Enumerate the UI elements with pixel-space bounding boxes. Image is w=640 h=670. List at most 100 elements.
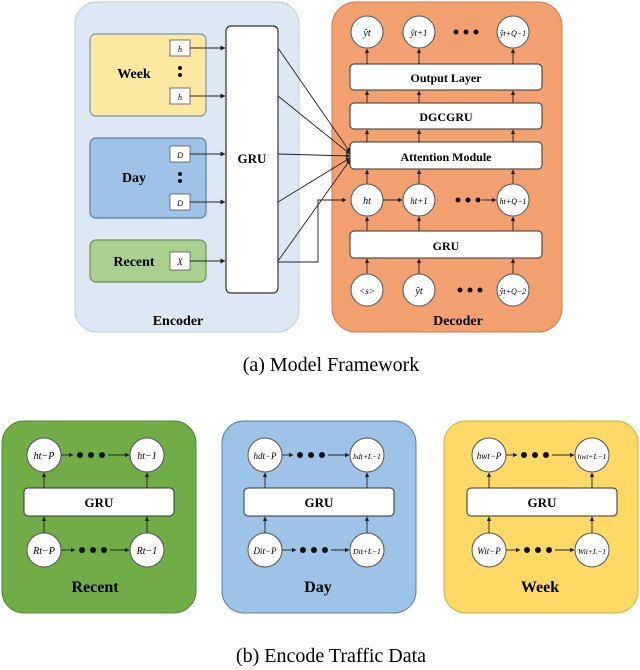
encoder-label: Encoder [153,314,204,329]
week-top-node [574,437,610,473]
week-gru [466,487,618,517]
hidden-node-label: ht [363,196,371,207]
dgcgru-layer [349,102,543,130]
recent-vertical-arrows [41,472,150,533]
output-node-label: ŷt+Q−1 [499,29,526,38]
ellipsis-dot [546,547,552,553]
decoder-label: Decoder [433,314,483,329]
arrow [277,95,351,155]
week-input-2-label: h [178,93,182,102]
day-dot [178,172,182,176]
recent-gru-label: GRU [85,495,115,510]
decoder-gru [349,230,543,259]
ellipsis-dot [455,197,461,203]
day-dot [178,179,182,183]
decoder-input-label: ŷt+Q−2 [499,287,526,296]
ellipsis-dot [79,547,85,553]
week-panel-label: Week [521,579,559,596]
day-vertical-arrows [262,472,370,533]
output-layer-label: Output Layer [410,71,482,85]
ellipsis-dot [90,547,96,553]
week-top-label: hwt−P [477,451,502,461]
week-dot [178,66,182,70]
caption-a: (a) Model Framework [243,354,420,376]
week-vertical-arrows [486,472,595,533]
caption-b: (b) Encode Traffic Data [236,645,426,667]
ellipsis-dot [300,547,306,553]
ellipsis-dot [311,547,317,553]
day-top-node [349,437,385,473]
ellipsis-dot [475,197,481,203]
decoder-arrows [364,48,516,184]
output-node [496,15,530,49]
day-input-2-label: D [176,199,183,208]
decoder-input-node [402,273,436,307]
ellipsis-dot [477,287,483,293]
recent-bottom-label: Rt−P [32,546,55,557]
decoder-input-label: ŷt [414,286,422,297]
day-panel-label: Day [304,579,332,596]
ellipsis-dot [467,287,473,293]
arrow [277,159,351,262]
ellipsis-dot [77,452,83,458]
ellipsis-dot [457,287,463,293]
attention-label: Attention Module [401,150,493,164]
ellipsis-dot [453,29,459,35]
output-node-label: ŷt [362,28,370,39]
week-gru-label: GRU [528,495,558,510]
recent-gru [23,487,175,517]
output-layer [349,63,543,91]
hidden-node-label: ht+Q−1 [500,197,527,206]
output-node [402,15,436,49]
output-node-label: ŷt+1 [409,28,427,38]
week-top-label: hwt+L−1 [578,452,607,461]
arrow [277,153,351,159]
week-label: Week [117,67,151,82]
ellipsis-dot [521,452,527,458]
recent-bottom-label: Rt−1 [136,546,158,557]
decoder-arrows [364,216,516,274]
decoder-input-label: <s> [359,286,375,296]
arrow [277,157,351,203]
ellipsis-dot [465,197,471,203]
ellipsis-dot [88,452,94,458]
week-bottom-label: Wit+L−1 [578,547,606,556]
hidden-node [496,183,530,217]
decoder-input-node [350,273,384,307]
day-top-label: hdt+L−1 [353,452,381,461]
ellipsis-dot [543,452,549,458]
recent-label: Recent [113,255,155,270]
day-bottom-label: Dit+L−1 [352,547,381,556]
week-input-1-label: h [178,45,182,54]
day-bottom-label: Dit−P [252,546,277,556]
ellipsis-dot [319,452,325,458]
recent-top-node [129,437,165,473]
recent-top-label: ht−1 [137,451,157,462]
ellipsis-dot [524,547,530,553]
ellipsis-dot [308,452,314,458]
encoder-gru-label: GRU [238,151,268,166]
week-bottom-label: Wit−P [477,546,501,556]
hidden-node [402,183,436,217]
recent-top-label: ht−P [34,451,55,462]
ellipsis-dot [297,452,303,458]
attention-module [349,141,543,170]
recent-input-label: X [176,257,183,267]
arrow [277,47,351,153]
decoder-gru-label: GRU [433,239,460,253]
ellipsis-dot [99,452,105,458]
encoder-gru [225,25,279,294]
day-gru [243,487,395,517]
output-node [350,15,384,49]
recent-panel-label: Recent [71,579,119,596]
ellipsis-dot [535,547,541,553]
day-label: Day [122,171,146,186]
arrow [278,197,347,263]
dgcgru-label: DGCGRU [419,110,473,124]
ellipsis-dot [463,29,469,35]
day-input-1-label: D [176,151,183,160]
ellipsis-dot [322,547,328,553]
ellipsis-dot [532,452,538,458]
ellipsis-dot [101,547,107,553]
